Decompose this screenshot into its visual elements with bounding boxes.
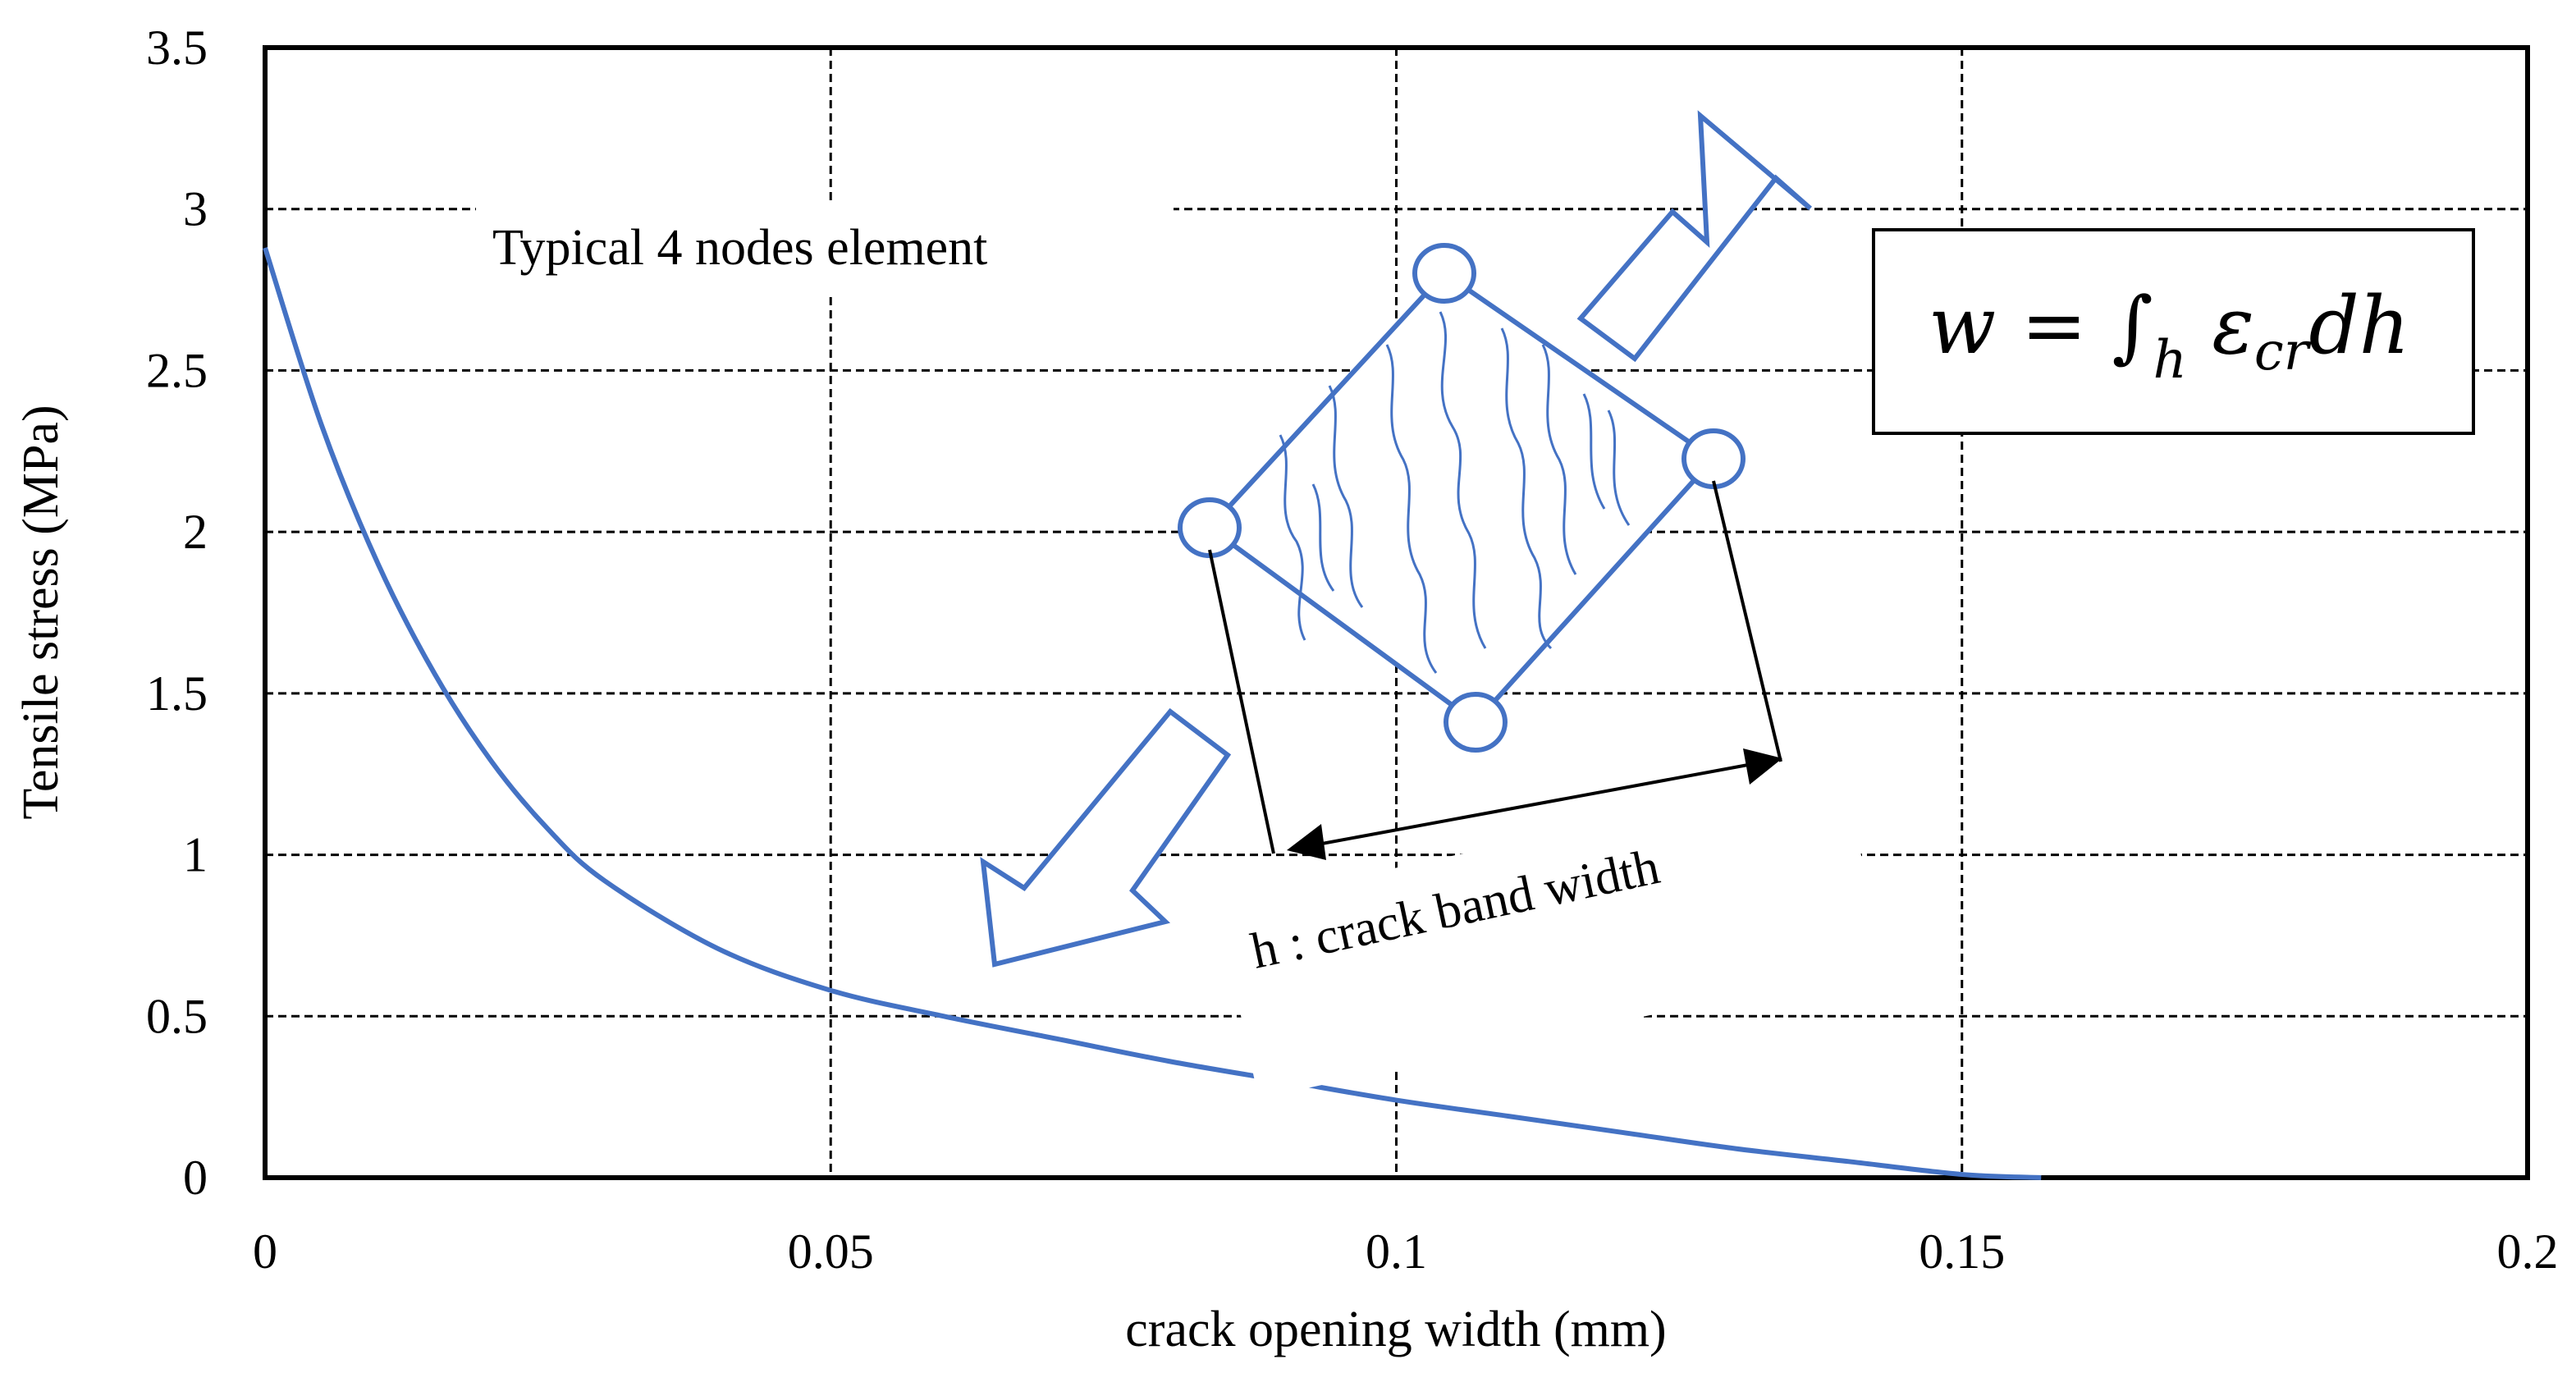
node-right bbox=[1681, 428, 1746, 489]
plot-area-frame bbox=[263, 45, 2530, 1180]
band-extension-left bbox=[1208, 549, 1275, 854]
formula-box bbox=[1872, 228, 2475, 435]
element-label-bg bbox=[476, 204, 1174, 294]
y-tick-label: 0.5 bbox=[146, 989, 208, 1043]
y-axis-title: Tensile stress (MPa) bbox=[13, 405, 69, 819]
tension-arrow-lower bbox=[980, 707, 1232, 968]
band-extension-right bbox=[1712, 480, 1782, 762]
y-tick-label: 2.5 bbox=[146, 343, 208, 397]
node-bottom bbox=[1444, 692, 1508, 753]
y-tick-label: 1 bbox=[183, 828, 208, 882]
tension-arrow-upper bbox=[1576, 110, 1812, 363]
crack-lines bbox=[1279, 311, 1631, 674]
y-tick-label: 1.5 bbox=[146, 666, 208, 721]
x-tick-label: 0.15 bbox=[1919, 1224, 2005, 1279]
y-tick-label: 0 bbox=[183, 1151, 208, 1205]
formula: w = ∫h εcrdh bbox=[1929, 280, 2410, 391]
y-tick-labels: 0 0.5 1 1.5 2 2.5 3 3.5 bbox=[146, 21, 208, 1205]
x-tick-label: 0.2 bbox=[2497, 1224, 2559, 1279]
x-tick-label: 0.05 bbox=[788, 1224, 874, 1279]
element-illustration bbox=[980, 110, 1812, 968]
x-tick-label: 0.1 bbox=[1366, 1224, 1427, 1279]
node-left bbox=[1178, 497, 1242, 558]
y-tick-label: 3 bbox=[183, 182, 208, 236]
node-top bbox=[1412, 243, 1476, 304]
x-axis-title: crack opening width (mm) bbox=[1125, 1302, 1666, 1357]
element-label: Typical 4 nodes element bbox=[492, 220, 987, 276]
dimension-arrowhead-left bbox=[1287, 824, 1326, 860]
dimension-arrowhead-right bbox=[1743, 748, 1782, 785]
series-line bbox=[263, 247, 2042, 1180]
x-tick-label: 0 bbox=[253, 1224, 277, 1279]
y-tick-label: 3.5 bbox=[146, 21, 208, 75]
band-label-bg bbox=[1217, 772, 1885, 1099]
x-tick-labels: 0 0.05 0.1 0.15 0.2 bbox=[253, 1224, 2559, 1279]
y-tick-label: 2 bbox=[183, 505, 208, 559]
band-dimension-line bbox=[1312, 763, 1749, 847]
